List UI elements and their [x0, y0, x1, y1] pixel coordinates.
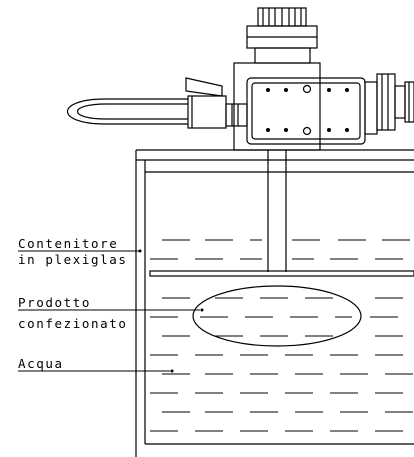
leader-lines: [18, 250, 200, 372]
packaged-product: [192, 285, 362, 347]
label-container-line1: Contenitore: [18, 236, 118, 251]
clamp-handle: [185, 77, 248, 129]
label-container-line2: in plexiglas: [18, 252, 128, 267]
support-plate: [149, 270, 414, 277]
circulator-device: [66, 7, 414, 151]
top-knob: [246, 7, 318, 64]
label-product-line1: Prodotto: [18, 295, 91, 310]
tank: [135, 149, 414, 457]
control-box-screws: [266, 88, 349, 132]
outlet-connector: [364, 73, 414, 135]
label-product-line2: confezionato: [18, 316, 128, 331]
water-lines: [150, 239, 413, 432]
cable-loop: [66, 98, 188, 125]
shaft: [267, 150, 287, 272]
label-water: Acqua: [18, 356, 64, 371]
